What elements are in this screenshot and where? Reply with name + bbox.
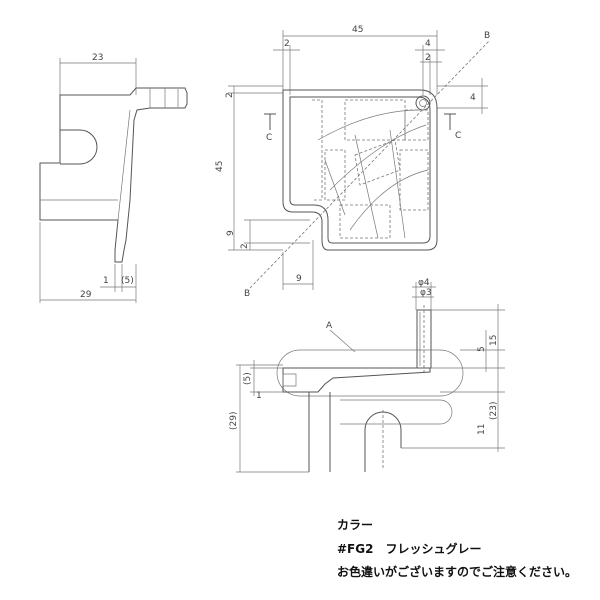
section-view: φ4 φ3 A 15 5 (23) 11 [229,278,505,473]
dim-section-phi4: φ4 [418,278,430,288]
dim-side-width: 23 [92,53,103,63]
view-a-label: A [326,321,333,331]
dim-plan-left-2: 2 [240,243,250,249]
dim-section-5: 5 [477,346,487,352]
dim-plan-right-4: 4 [425,39,431,49]
plan-view: 45 2 4 2 45 2 9 2 4 9 [215,25,491,299]
dim-side-gap1: 1 [103,276,109,286]
side-view: 23 1 (5) 29 [39,53,188,303]
dim-plan-right-2: 2 [425,53,431,63]
color-disclaimer: お色違いがございますのでご注意ください。 [337,565,578,579]
dim-section-phi3: φ3 [420,288,432,298]
dim-plan-bottom-9: 9 [296,274,302,284]
dim-section-23: (23) [489,402,499,420]
dim-section-1: 1 [256,391,262,401]
color-code: #FG2 フレッシュグレー [337,542,482,556]
dim-section-11: 11 [477,424,487,435]
dim-plan-top-off: 2 [284,39,290,49]
color-heading: カラー [337,518,374,532]
dim-plan-height: 45 [215,161,225,172]
section-b-bottom: B [244,289,250,299]
section-b-top: B [484,31,490,41]
dim-side-gap2: (5) [121,276,134,286]
dim-plan-top-off2: 2 [225,92,235,98]
dim-section-15: 15 [489,335,499,346]
dim-section-5b: (5) [243,372,253,385]
section-c-left: C [266,133,272,143]
section-c-right: C [455,131,461,141]
dim-plan-right-4b: 4 [470,93,476,103]
dim-side-base: 29 [80,290,92,300]
dim-plan-width: 45 [352,25,363,35]
dim-section-29: (29) [229,412,239,430]
dim-plan-left-9: 9 [226,230,236,236]
